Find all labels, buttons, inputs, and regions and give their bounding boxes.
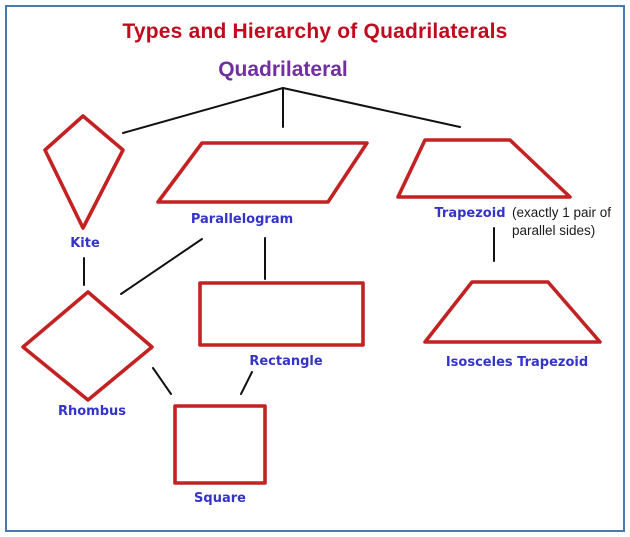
isosceles-trapezoid-shape xyxy=(423,280,602,344)
trapezoid-note: (exactly 1 pair of parallel sides) xyxy=(512,205,612,238)
node-label-kite: Kite xyxy=(70,236,100,251)
node-label-rhombus: Rhombus xyxy=(57,404,127,419)
square-shape xyxy=(173,404,267,485)
rectangle-shape xyxy=(198,281,365,347)
edge-parallelogram-rhombus xyxy=(120,238,203,295)
page-title: Types and Hierarchy of Quadrilaterals xyxy=(122,20,508,43)
rhombus-shape xyxy=(21,290,154,402)
trapezoid-shape xyxy=(396,138,572,199)
node-label-quadrilateral: Quadrilateral xyxy=(218,58,348,81)
node-label-parallelogram: Parallelogram xyxy=(190,212,294,227)
parallelogram-shape xyxy=(156,141,369,204)
node-label-square: Square xyxy=(194,491,246,506)
edge-rhombus-square xyxy=(152,367,172,395)
node-label-trapezoid: Trapezoid xyxy=(434,206,506,221)
edge-quadrilateral-kite xyxy=(122,87,284,134)
edge-quadrilateral-trapezoid xyxy=(282,87,461,128)
node-label-rectangle: Rectangle xyxy=(249,354,323,369)
node-label-isosceles-trapezoid: Isosceles Trapezoid xyxy=(445,355,589,370)
kite-shape xyxy=(43,114,125,230)
edge-rectangle-square xyxy=(240,371,253,395)
